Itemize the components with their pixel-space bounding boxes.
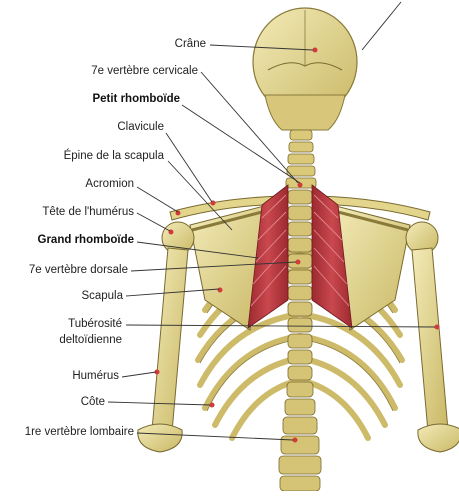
label-humerus: Humérus [30,370,119,383]
label-tete-humerus: Tête de l'humérus [4,206,134,219]
label-scapula: Scapula [40,290,123,303]
label-cote: Côte [30,396,105,409]
label-tuberosite: Tubérosité [20,318,122,331]
label-clavicule: Clavicule [80,121,164,134]
label-7e-vertebre-cervicale: 7e vertèbre cervicale [60,65,198,78]
label-crane: Crâne [120,38,206,51]
label-deltoidienne: deltoïdienne [20,334,122,347]
label-epine-scapula: Épine de la scapula [20,150,164,163]
label-grand-rhomboide: Grand rhomboïde [4,234,134,247]
label-acromion: Acromion [50,178,134,191]
label-1re-vertebre-lombaire: 1re vertèbre lombaire [0,426,134,439]
skull [253,8,357,130]
cervical-spine [286,130,316,188]
label-7e-vertebre-dorsale: 7e vertèbre dorsale [4,264,128,277]
label-petit-rhomboide: Petit rhomboïde [60,93,180,106]
